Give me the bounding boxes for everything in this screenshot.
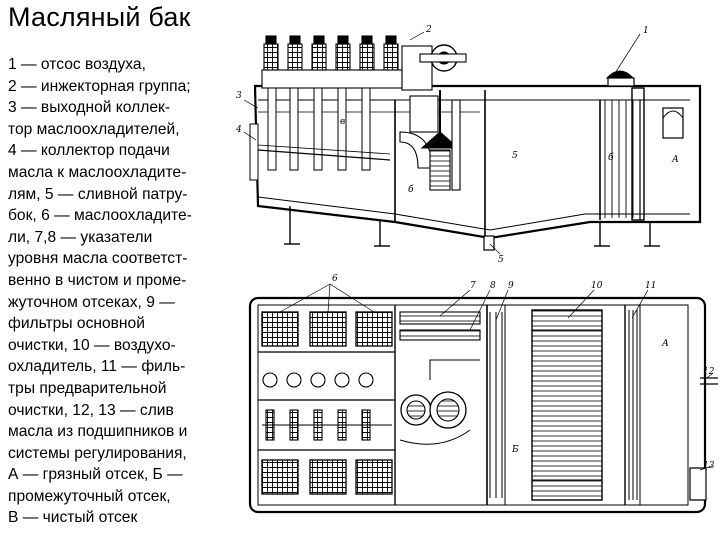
legend-line: ли, 7,8 — указатели — [8, 228, 153, 246]
callout-4: 4 — [235, 125, 242, 135]
callout-12: 12 — [703, 367, 715, 377]
legend-line: тор маслоохладителей, — [8, 120, 180, 138]
legend-text: 1 — отсос воздуха, 2 — инжекторная групп… — [8, 54, 244, 529]
callout-2: 2 — [425, 25, 432, 35]
callout-6: 6 — [332, 274, 338, 284]
tank-plan-view — [248, 283, 718, 514]
callout-7: 7 — [470, 281, 476, 291]
legend-line: В — чистый отсек — [8, 509, 138, 527]
callout-10: 10 — [591, 281, 603, 291]
legend-line: бок, 6 — маслоохладите- — [8, 207, 192, 225]
tank-section-view — [243, 31, 702, 255]
callout-5: 5 — [512, 151, 518, 161]
callout-11: 11 — [645, 281, 656, 291]
legend-line: венно в чистом и проме- — [8, 271, 187, 289]
label-a-bottom: А — [661, 339, 669, 349]
legend-line: жуточном отсеках, 9 — — [8, 293, 175, 311]
legend-line: промежуточный отсек, — [8, 487, 171, 505]
page-title: Масляный бак — [8, 2, 191, 32]
legend-line: охладитель, 11 — филь- — [8, 358, 186, 376]
label-b-top: б — [608, 152, 614, 163]
callout-8: 8 — [490, 281, 496, 291]
label-b-mid: б — [408, 184, 414, 195]
callout-9: 9 — [508, 281, 514, 291]
legend-line: системы регулирования, — [8, 444, 187, 462]
legend-line: уровня масла соответст- — [8, 250, 188, 268]
label-b-bottom: Б — [511, 445, 519, 455]
legend-line: фильтры основной — [8, 315, 145, 333]
callout-5b: 5 — [498, 255, 504, 265]
legend-line: очистки, 10 — воздухо- — [8, 336, 176, 354]
legend-line: 2 — инжекторная группа; — [8, 77, 191, 95]
legend-line: очистки, 12, 13 — слив — [8, 401, 174, 419]
legend-line: 1 — отсос воздуха, — [8, 56, 146, 73]
legend-line: А — грязный отсек, Б — — [8, 466, 183, 484]
legend-line: лям, 5 — сливной патру- — [8, 185, 188, 203]
callout-1: 1 — [643, 26, 649, 36]
callout-3: 3 — [236, 91, 242, 101]
legend-line: 3 — выходной коллек- — [8, 99, 171, 117]
legend-line: 4 — коллектор подачи — [8, 142, 170, 160]
legend-line: масла из подшипников и — [8, 423, 188, 441]
label-v-top: в — [340, 117, 345, 127]
label-a-top: А — [671, 155, 679, 165]
callout-13: 13 — [703, 461, 715, 471]
legend-line: масла к маслоохладите- — [8, 163, 187, 181]
legend-line: тры предварительной — [8, 379, 167, 397]
figure-callouts: 2 1 3 4 5 5 б б в А 6 7 8 9 10 11 12 13 … — [235, 25, 715, 471]
